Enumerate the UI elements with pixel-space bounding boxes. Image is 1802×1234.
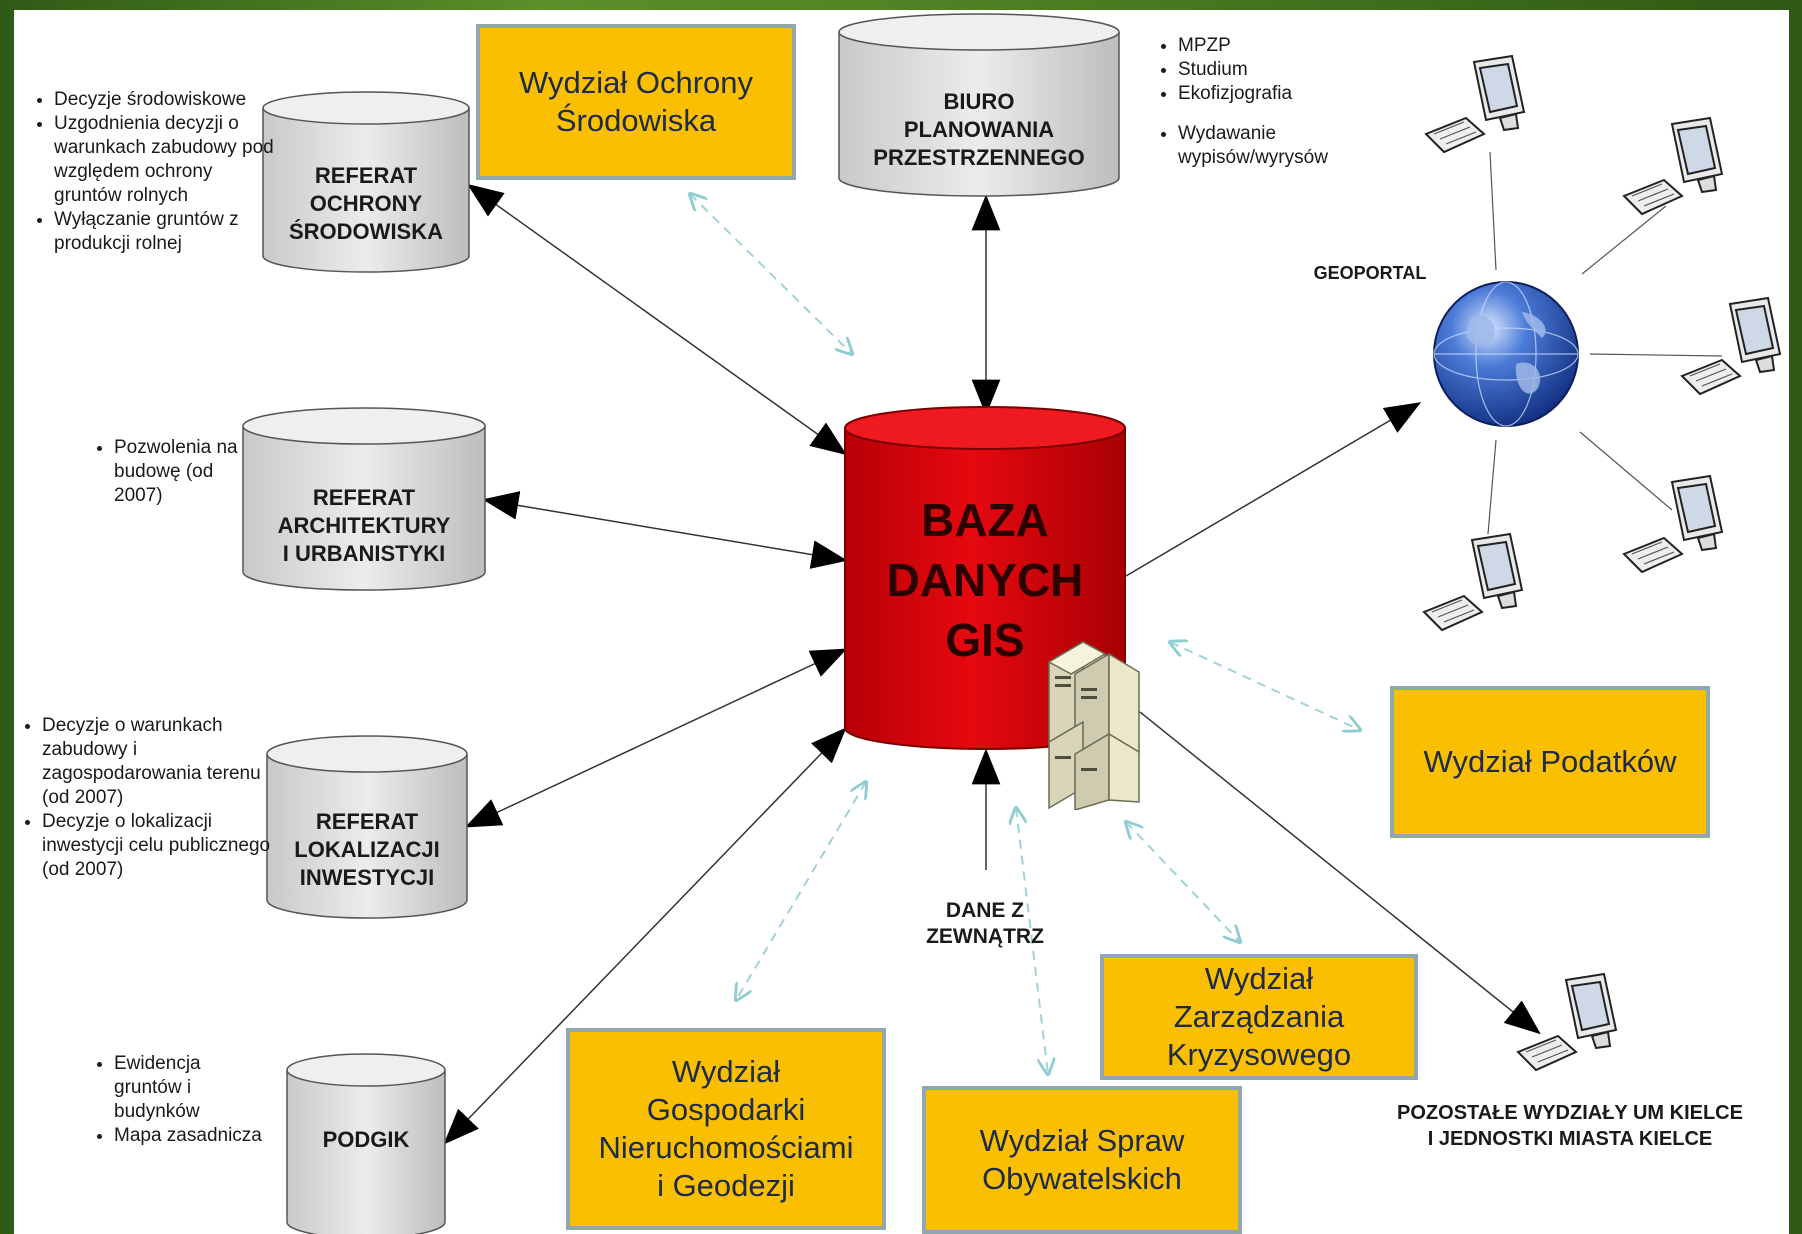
dept-wso-line-1: Wydział Spraw xyxy=(979,1123,1185,1158)
note-rau-1: Pozwolenia na budowę (od 2007) xyxy=(114,436,254,508)
computer-icon xyxy=(1618,116,1738,226)
db-bpp-line-1: BIURO xyxy=(943,89,1015,114)
label-others-line-2: I JEDNOSTKI MIASTA KIELCE xyxy=(1427,1128,1713,1150)
link-rli xyxy=(464,648,848,828)
computer-icon xyxy=(1418,532,1538,642)
computer-icon xyxy=(1512,972,1632,1082)
dashed-link-wos xyxy=(690,194,852,354)
link-ros xyxy=(467,183,847,456)
dashed-link-wzk xyxy=(1126,822,1240,942)
dashed-link-wgn xyxy=(736,782,866,1000)
db-rli-line-3: INWESTYCJI xyxy=(299,865,435,890)
central-db-line-3: GIS xyxy=(945,614,1025,666)
label-other-departments: POZOSTAŁE WYDZIAŁY UM KIELCE I JEDNOSTKI… xyxy=(1360,1100,1780,1152)
db-rli-line-2: LOKALIZACJI xyxy=(294,837,440,862)
dept-wydzial-spraw-obywatelskich: Wydział Spraw Obywatelskich xyxy=(922,1086,1242,1234)
dept-wos-line-1: Wydział Ochrony xyxy=(518,65,753,100)
db-rau-line-2: ARCHITEKTURY xyxy=(277,513,451,538)
db-ros-line-3: ŚRODOWISKA xyxy=(289,219,443,244)
label-external-line-2: ZEWNĄTRZ xyxy=(926,925,1044,948)
computer-icon xyxy=(1676,296,1796,406)
globe-icon xyxy=(1430,278,1582,430)
db-ros-line-2: OCHRONY xyxy=(309,191,423,216)
db-referat-ochrony-srodowiska: REFERAT OCHRONY ŚRODOWISKA xyxy=(262,90,470,274)
dept-wos-line-2: Środowiska xyxy=(555,103,717,138)
label-external-data: DANE Z ZEWNĄTRZ xyxy=(900,898,1070,950)
computer-icon xyxy=(1618,474,1738,584)
note-bpp-1: MPZP xyxy=(1178,34,1408,58)
db-podgik-line-1: PODGIK xyxy=(322,1127,410,1152)
dept-wzk-line-1: Wydział xyxy=(1204,961,1314,996)
notes-rau: Pozwolenia na budowę (od 2007) xyxy=(86,436,254,508)
db-ros-line-1: REFERAT xyxy=(314,163,418,188)
dept-wydzial-podatkow: Wydział Podatków xyxy=(1390,686,1710,838)
db-bpp-line-2: PLANOWANIA xyxy=(903,117,1055,142)
link-others xyxy=(1139,711,1541,1035)
geoportal-spokes xyxy=(1487,151,1723,535)
central-db-line-1: BAZA xyxy=(921,494,1049,546)
dept-wzk-line-2: Zarządzania xyxy=(1173,999,1345,1034)
link-rau xyxy=(482,491,848,569)
dept-wgn-line-1: Wydział xyxy=(671,1054,781,1089)
dept-wgn-line-2: Gospodarki xyxy=(646,1092,806,1127)
label-geoportal: GEOPORTAL xyxy=(1313,263,1427,283)
dept-wgn-line-4: i Geodezji xyxy=(657,1168,795,1203)
label-others-line-1: POZOSTAŁE WYDZIAŁY UM KIELCE xyxy=(1397,1102,1743,1124)
dept-wydzial-gospodarki-nieruchomosciami: Wydział Gospodarki Nieruchomościami i Ge… xyxy=(566,1028,886,1230)
note-ros-2: Uzgodnienia decyzji o warunkach zabudowy… xyxy=(54,112,274,208)
dashed-links xyxy=(690,194,1360,1074)
note-rli-1: Decyzje o warunkach zabudowy i zagospoda… xyxy=(42,714,274,810)
link-geoportal xyxy=(1125,402,1422,577)
dashed-link-wso xyxy=(1016,808,1048,1074)
db-podgik: PODGIK xyxy=(286,1052,446,1234)
notes-ros: Decyzje środowiskowe Uzgodnienia decyzji… xyxy=(26,88,274,256)
note-rli-2: Decyzje o lokalizacji inwestycji celu pu… xyxy=(42,810,274,882)
note-podgik-2: Mapa zasadnicza xyxy=(114,1124,264,1148)
dept-wso-line-2: Obywatelskich xyxy=(982,1161,1182,1196)
db-biuro-planowania-przestrzennego: BIURO PLANOWANIA PRZESTRZENNEGO xyxy=(838,12,1120,198)
dept-wp-line-1: Wydział Podatków xyxy=(1423,744,1677,779)
note-ros-1: Decyzje środowiskowe xyxy=(54,88,274,112)
notes-podgik: Ewidencja gruntów i budynków Mapa zasadn… xyxy=(86,1052,264,1148)
dashed-link-wp xyxy=(1170,642,1360,730)
label-external-line-1: DANE Z xyxy=(945,899,1025,922)
note-bpp-4: Wydawanie wypisów/wyrysów xyxy=(1178,122,1408,170)
note-podgik-1: Ewidencja gruntów i budynków xyxy=(114,1052,264,1124)
note-bpp-2: Studium xyxy=(1178,58,1408,82)
db-referat-architektury: REFERAT ARCHITEKTURY I URBANISTYKI xyxy=(242,406,486,592)
db-referat-lokalizacji-inwestycji: REFERAT LOKALIZACJI INWESTYCJI xyxy=(266,734,468,920)
notes-bpp: MPZP Studium Ekofizjografia Wydawanie wy… xyxy=(1150,34,1408,170)
solid-links xyxy=(443,183,1541,1145)
db-rli-line-1: REFERAT xyxy=(315,809,419,834)
db-rau-line-3: I URBANISTYKI xyxy=(282,541,446,566)
dept-wydzial-ochrony-srodowiska: Wydział Ochrony Środowiska xyxy=(476,24,796,180)
server-icon xyxy=(1043,632,1147,812)
computer-icon xyxy=(1420,54,1540,164)
db-rau-line-1: REFERAT xyxy=(312,485,416,510)
note-bpp-3: Ekofizjografia xyxy=(1178,82,1408,106)
note-ros-3: Wyłączanie gruntów z produkcji rolnej xyxy=(54,208,274,256)
dept-wydzial-zarzadzania-kryzysowego: Wydział Zarządzania Kryzysowego xyxy=(1100,954,1418,1080)
db-bpp-line-3: PRZESTRZENNEGO xyxy=(873,145,1085,170)
dept-wgn-line-3: Nieruchomościami xyxy=(598,1130,854,1165)
notes-rli: Decyzje o warunkach zabudowy i zagospoda… xyxy=(14,714,274,882)
central-db-line-2: DANYCH xyxy=(886,554,1084,606)
dept-wzk-line-3: Kryzysowego xyxy=(1166,1037,1352,1072)
